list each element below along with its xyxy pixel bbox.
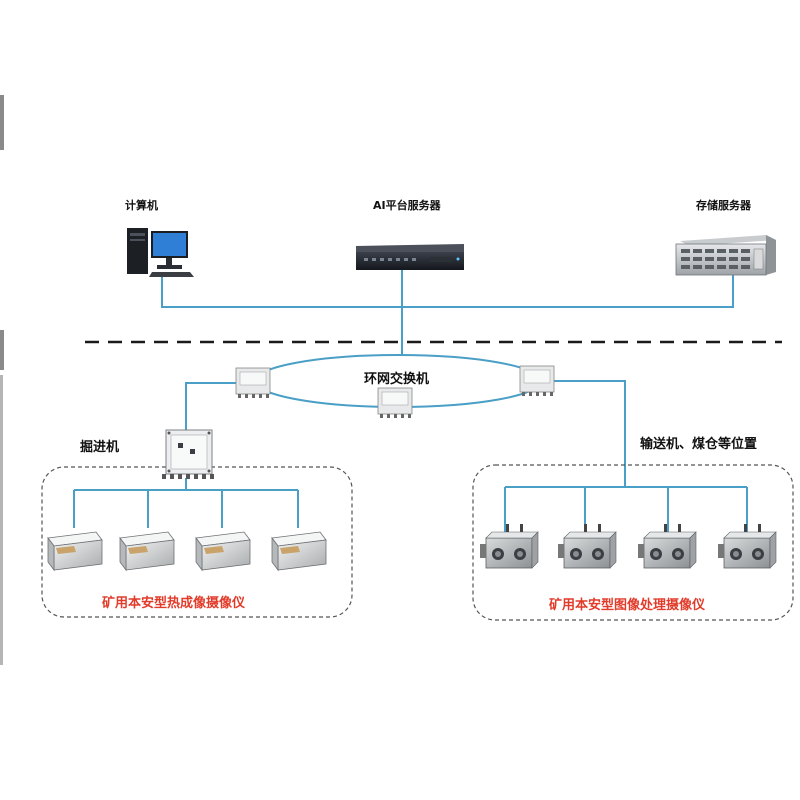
desktop-computer-icon [127,228,194,277]
ring-switch-label: 环网交换机 [364,372,430,387]
lower-links [73,380,748,532]
storage-server-label: 存储服务器 [696,199,751,212]
thermal-camera-icon [271,531,327,572]
image-camera-icon [718,524,777,569]
edge-strip [0,330,4,370]
computer-label: 计算机 [125,199,158,212]
ai-server-label: AI平台服务器 [373,199,441,212]
link-line [548,380,626,487]
image-camera-icon [480,524,539,569]
tunneling-machine-label: 掘进机 [80,440,120,455]
storage-server-icon [675,235,776,276]
explosion-proof-box-icon [162,429,214,479]
ring-switch-icon [235,367,271,398]
edge-strip [0,375,3,665]
thermal-camera-icon [119,531,175,572]
conveyor-location-label: 输送机、煤仓等位置 [640,437,758,452]
thermal-camera-icon [195,531,251,572]
bus-line [161,273,734,308]
image-camera-icon [638,524,697,569]
ring-switch-icon [519,365,555,396]
image-camera-group [472,464,794,621]
link-line [185,382,240,433]
image-camera-caption: 矿用本安型图像处理摄像仪 [549,598,706,613]
top-bus [161,270,734,355]
thermal-camera-icon [47,531,103,572]
ring-switch-icon [377,387,413,418]
rack-server-icon [356,244,464,270]
image-camera-icon [558,524,617,569]
thermal-camera-caption: 矿用本安型热成像摄像仪 [102,596,246,611]
edge-strip [0,95,4,150]
